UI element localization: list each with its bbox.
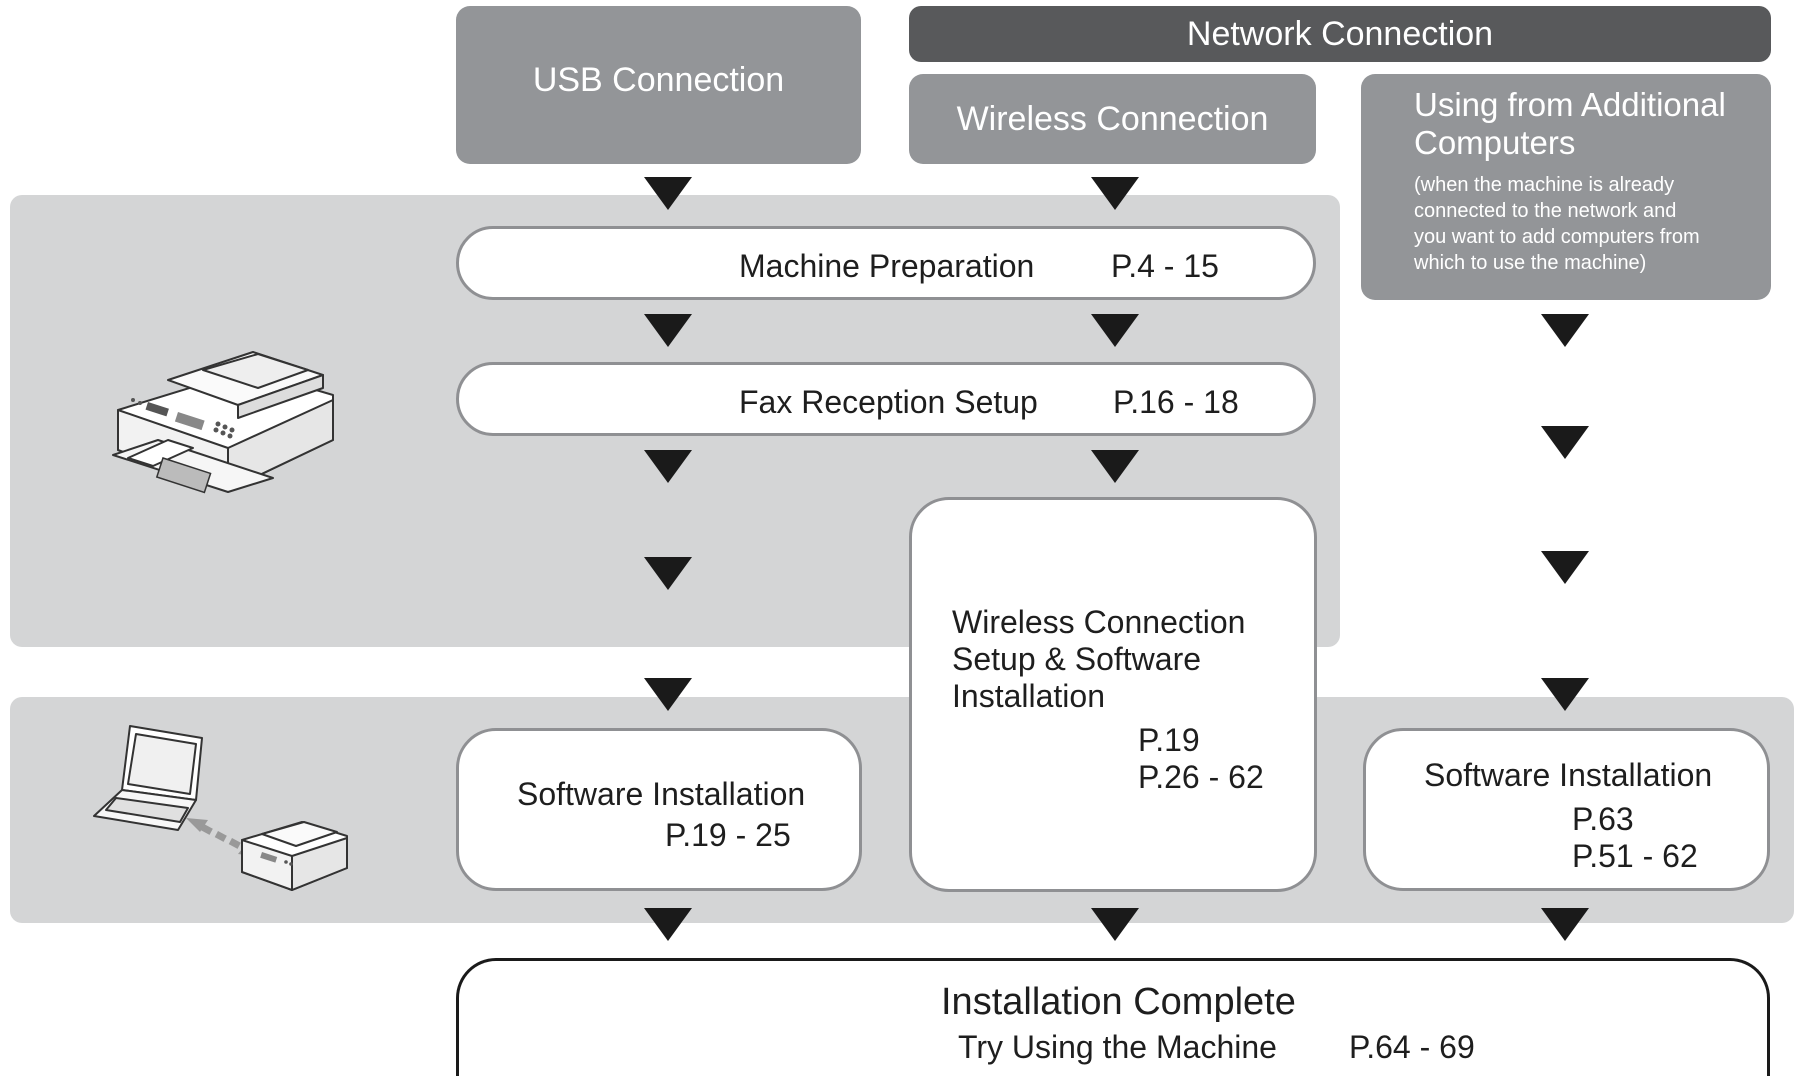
usb-software-pages: P.19 - 25 <box>665 817 791 853</box>
machine-preparation-label: Machine Preparation <box>739 248 1035 284</box>
wireless-setup-line1: Wireless Connection <box>952 604 1246 640</box>
wireless-setup-line3: Installation <box>952 678 1105 714</box>
additional-software-pages1: P.63 <box>1572 801 1634 837</box>
additional-software-installation-step: Software Installation P.63 P.51 - 62 <box>1363 728 1770 891</box>
additional-note-line4: which to use the machine) <box>1414 252 1647 274</box>
additional-title-line2: Computers <box>1414 124 1576 161</box>
additional-software-pages2: P.51 - 62 <box>1572 838 1698 874</box>
fax-reception-setup-label: Fax Reception Setup <box>739 384 1038 420</box>
flow-arrow <box>1091 908 1139 941</box>
wireless-connection-header: Wireless Connection <box>909 74 1316 164</box>
machine-preparation-step: Machine Preparation P.4 - 15 <box>456 226 1316 300</box>
laptop-printer-connection-icon <box>93 725 348 891</box>
additional-title-line1: Using from Additional <box>1414 86 1726 123</box>
flow-arrow <box>644 314 692 347</box>
wireless-setup-pages1: P.19 <box>1138 722 1200 758</box>
installation-complete-subtitle: Try Using the Machine <box>958 1029 1277 1065</box>
usb-software-label: Software Installation <box>517 776 806 812</box>
flow-arrow <box>644 450 692 483</box>
flow-arrow <box>644 177 692 210</box>
flow-arrow <box>1541 551 1589 584</box>
flow-arrow <box>1541 908 1589 941</box>
additional-note-line1: (when the machine is already <box>1414 174 1675 196</box>
flow-arrow <box>1541 426 1589 459</box>
installation-complete-step: Installation Complete Try Using the Mach… <box>456 958 1770 1076</box>
flow-arrow <box>1091 177 1139 210</box>
installation-complete-pages: P.64 - 69 <box>1349 1029 1475 1065</box>
additional-note-line2: connected to the network and <box>1414 200 1677 222</box>
additional-note-line3: you want to add computers from <box>1414 226 1700 248</box>
flow-arrow <box>644 908 692 941</box>
fax-reception-setup-step: Fax Reception Setup P.16 - 18 <box>456 362 1316 436</box>
wireless-connection-label: Wireless Connection <box>956 99 1269 138</box>
printer-icon <box>112 351 334 494</box>
additional-computers-header: Using from Additional Computers (when th… <box>1361 74 1771 300</box>
fax-reception-setup-pages: P.16 - 18 <box>1113 384 1239 420</box>
network-connection-label: Network Connection <box>1186 14 1494 53</box>
installation-complete-title: Installation Complete <box>941 981 1296 1023</box>
network-connection-header: Network Connection <box>909 6 1771 62</box>
machine-preparation-pages: P.4 - 15 <box>1111 248 1219 284</box>
flow-arrow <box>1091 314 1139 347</box>
wireless-setup-pages2: P.26 - 62 <box>1138 759 1264 795</box>
flow-arrow <box>1541 678 1589 711</box>
flow-arrow <box>644 557 692 590</box>
wireless-setup-line2: Setup & Software <box>952 641 1202 677</box>
usb-connection-header: USB Connection <box>456 6 861 164</box>
flow-arrow <box>644 678 692 711</box>
flow-arrow <box>1091 450 1139 483</box>
flow-arrow <box>1541 314 1589 347</box>
usb-connection-label: USB Connection <box>532 60 785 99</box>
wireless-setup-software-step: Wireless Connection Setup & Software Ins… <box>909 497 1317 892</box>
usb-software-installation-step: Software Installation P.19 - 25 <box>456 728 862 891</box>
additional-software-label: Software Installation <box>1424 757 1713 793</box>
